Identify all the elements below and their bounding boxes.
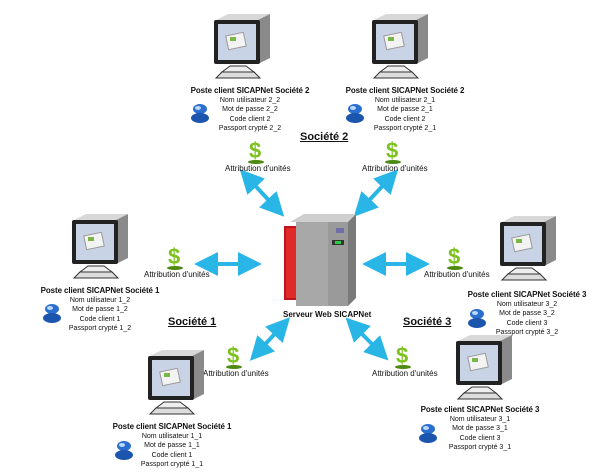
svg-text:$: $ [448,244,460,269]
client-passport: Passport crypté 1_2 [68,325,132,332]
allocation-label: Attribution d'unités [225,164,291,173]
dollar-icon: $ [385,138,401,164]
svg-text:$: $ [386,138,398,163]
client-passport: Passport crypté 2_2 [218,125,282,132]
monitor-icon [500,216,556,281]
monitor-icon [148,350,204,415]
arrow-s3-bottom [345,317,389,361]
client-monitor-s3-bottom [448,333,522,401]
client-info-s2-right: Poste client SICAPNet Société 2 Nom util… [345,86,465,134]
svg-text:$: $ [227,343,239,368]
user-icon [468,309,486,328]
monitor-icon [372,14,428,79]
client-monitor-s2-right [364,12,438,80]
dollar-icon: $ [226,343,242,369]
client-username: Nom utilisateur 3_1 [449,415,511,423]
dollar-icon: $ [248,138,264,164]
monitor-icon [214,14,270,79]
user-icon [419,424,437,443]
arrow-s1-bottom [249,317,291,361]
client-passport: Passport crypté 2_1 [373,125,437,132]
server-label: Serveur Web SICAPNet [283,310,372,319]
client-code: Code client 1 [79,315,121,323]
svg-text:$: $ [249,138,261,163]
client-password: Mot de passe 3_1 [452,425,508,432]
client-code: Code client 3 [506,319,548,327]
client-code: Code client 3 [459,434,501,442]
client-password: Mot de passe 3_2 [499,310,555,317]
client-monitor-s1-top [64,212,138,280]
client-username: Nom utilisateur 3_2 [496,300,558,308]
client-username: Nom utilisateur 1_2 [69,296,131,304]
client-monitor-s3-top [492,214,566,282]
client-title: Poste client SICAPNet Société 2 [190,86,310,95]
client-username: Nom utilisateur 2_1 [374,96,436,104]
arrow-s2-right [353,169,399,217]
user-icon [346,104,364,123]
societe-3-label: Société 3 [403,316,452,328]
allocation-label: Attribution d'unités [203,369,269,378]
client-code: Code client 1 [151,451,193,459]
client-title: Poste client SICAPNet Société 3 [420,405,540,414]
client-info-s3-top: Poste client SICAPNet Société 3 Nom util… [467,290,587,338]
user-icon [43,304,61,323]
client-code: Code client 2 [384,115,426,123]
client-info-s2-left: Poste client SICAPNet Société 2 Nom util… [190,86,310,134]
client-title: Poste client SICAPNet Société 3 [467,290,587,299]
client-username: Nom utilisateur 1_1 [141,432,203,440]
svg-text:$: $ [396,343,408,368]
user-icon [115,441,133,460]
societe-2-label: Société 2 [300,131,349,143]
client-info-s1-bottom: Poste client SICAPNet Société 1 Nom util… [112,422,232,470]
client-info-s1-top: Poste client SICAPNet Société 1 Nom util… [40,286,160,334]
client-monitor-s1-bottom [140,348,214,416]
client-title: Poste client SICAPNet Société 1 [40,286,160,295]
client-title: Poste client SICAPNet Société 2 [345,86,465,95]
arrow-s2-left [239,169,285,217]
monitor-icon [72,214,128,279]
dollar-icon: $ [447,244,463,270]
user-icon [191,104,209,123]
client-passport: Passport crypté 1_1 [140,461,204,468]
server-tower-icon [284,214,356,306]
client-passport: Passport crypté 3_2 [495,329,559,336]
societe-1-label: Société 1 [168,316,217,328]
svg-text:$: $ [168,244,180,269]
client-code: Code client 2 [229,115,271,123]
client-password: Mot de passe 2_2 [222,106,278,113]
allocation-label: Attribution d'unités [424,270,490,279]
client-info-s3-bottom: Poste client SICAPNet Société 3 Nom util… [420,405,540,453]
client-username: Nom utilisateur 2_2 [219,96,281,104]
dollar-icon: $ [167,244,183,270]
allocation-label: Attribution d'unités [372,369,438,378]
allocation-label: Attribution d'unités [362,164,428,173]
client-passport: Passport crypté 3_1 [448,444,512,451]
dollar-icon: $ [395,343,411,369]
client-password: Mot de passe 1_1 [144,442,200,449]
allocation-label: Attribution d'unités [144,270,210,279]
client-title: Poste client SICAPNet Société 1 [112,422,232,431]
server [282,212,356,308]
client-password: Mot de passe 1_2 [72,306,128,313]
client-password: Mot de passe 2_1 [377,106,433,113]
client-monitor-s2-left [206,12,280,80]
monitor-icon [456,335,512,400]
